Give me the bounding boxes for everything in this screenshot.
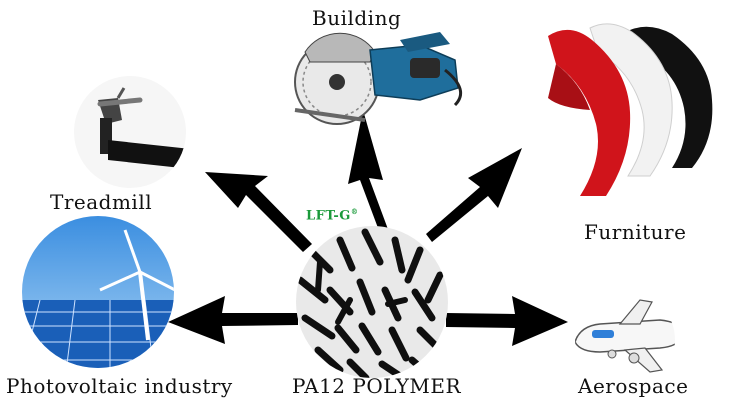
treadmill-icon — [74, 76, 186, 188]
brand-registered-mark: ® — [350, 207, 359, 216]
airplane-icon — [575, 290, 675, 390]
circular-saw-icon — [294, 32, 463, 125]
label-furniture: Furniture — [584, 220, 687, 244]
label-aerospace: Aerospace — [578, 374, 689, 398]
solar-wind-icon — [22, 216, 174, 368]
label-building: Building — [312, 6, 402, 30]
arrows — [168, 110, 568, 346]
chairs-icon — [548, 23, 713, 196]
arrow-to-treadmill — [205, 172, 312, 252]
label-hub: PA12 POLYMER — [292, 374, 462, 398]
arrow-to-photovoltaic — [168, 296, 298, 344]
label-photovoltaic: Photovoltaic industry — [6, 374, 233, 398]
pellets-icon — [296, 226, 448, 378]
arrow-to-building — [348, 110, 389, 236]
brand-logo: LFT-G® — [306, 207, 358, 223]
arrow-to-aerospace — [446, 296, 568, 346]
label-treadmill: Treadmill — [50, 190, 153, 214]
brand-name: LFT-G — [306, 208, 351, 224]
arrow-to-furniture — [426, 148, 522, 242]
